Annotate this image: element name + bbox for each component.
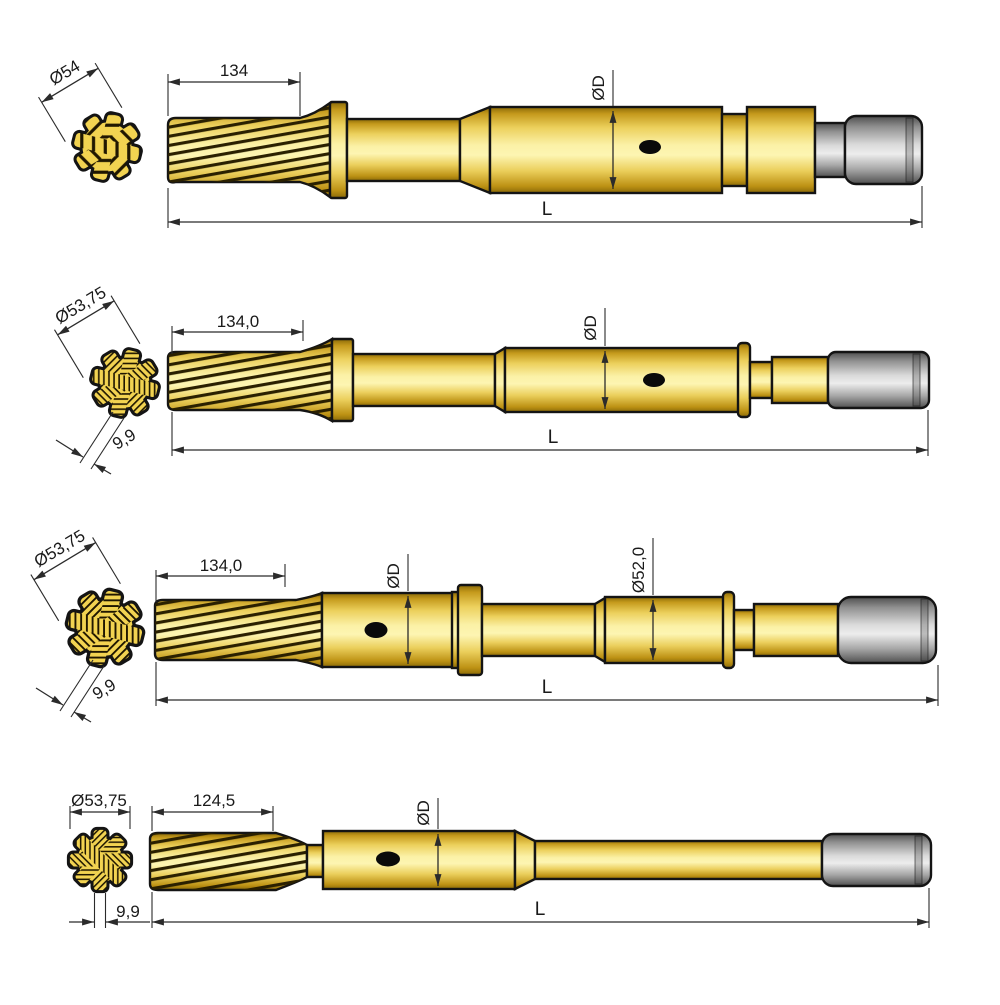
- drawing-row-2: Ø53,75 9,9 134,0: [52, 283, 931, 475]
- taper: [593, 595, 607, 665]
- drawing-row-1: Ø54 134 ØD: [38, 56, 924, 228]
- dim-label-total-length: L: [542, 677, 553, 698]
- dim-label-spline-diameter: Ø53,75: [71, 791, 127, 810]
- main-body: [503, 346, 742, 414]
- dim-total-length-3: L: [155, 662, 939, 706]
- side-view-4: [148, 829, 933, 892]
- taper: [513, 829, 537, 891]
- dim-label-total-length: L: [548, 427, 559, 448]
- flushing-hole: [364, 622, 388, 638]
- neck: [351, 352, 497, 408]
- dim-label-tooth-width: 9,9: [116, 902, 140, 921]
- dim-label-spline-diameter: Ø54: [46, 56, 83, 89]
- dim-tooth-width-2: 9,9: [55, 411, 139, 475]
- dim-label-total-length: L: [542, 199, 553, 220]
- dim-label-body-diameter: ØD: [589, 75, 608, 101]
- dim-label-mid-diameter: Ø52,0: [629, 547, 648, 593]
- dim-body-diameter-4: ØD: [414, 798, 442, 886]
- dim-label-total-length: L: [535, 899, 546, 920]
- rear-body: [745, 105, 817, 195]
- steel-end: [836, 595, 938, 665]
- main-body: [488, 105, 724, 195]
- rear-body: [752, 602, 840, 658]
- neck: [345, 117, 462, 183]
- drawing-row-4: Ø53,75 9,9 124,5: [69, 791, 933, 928]
- dim-label-spline-length: 134,0: [217, 312, 260, 331]
- taper: [493, 345, 507, 415]
- dim-body-diameter-1: ØD: [589, 70, 617, 189]
- shaft: [533, 839, 824, 881]
- dim-body-diameter-2: ØD: [581, 308, 609, 409]
- drawing-row-3: Ø53,75 9,9: [30, 526, 939, 723]
- dim-spline-length-3: 134,0: [155, 556, 286, 602]
- dim-label-spline-length: 124,5: [193, 791, 236, 810]
- spline-ridges: [155, 593, 322, 667]
- main-body: [321, 829, 517, 891]
- flange: [456, 583, 484, 677]
- ridge: [721, 590, 736, 670]
- dim-total-length-2: L: [171, 410, 929, 456]
- spline-ridges: [150, 833, 307, 890]
- cross-section-gear-2: [80, 338, 170, 428]
- dim-mid-diameter-3: Ø52,0: [629, 538, 657, 660]
- relief-groove: [732, 608, 756, 652]
- cross-section-gear-4: [70, 830, 130, 890]
- steel-end: [820, 832, 933, 888]
- collar: [330, 337, 355, 423]
- end-groove: [905, 117, 914, 183]
- gear-hatch: [69, 829, 131, 891]
- ridge: [736, 341, 752, 419]
- taper: [458, 105, 492, 195]
- end-groove: [920, 598, 929, 662]
- dim-total-length-4: L: [151, 888, 930, 928]
- steel-end: [843, 114, 924, 186]
- neck: [480, 602, 597, 658]
- cross-section-gear-1: [62, 102, 152, 192]
- dim-label-body-diameter: ØD: [414, 800, 433, 826]
- dim-label-tooth-width: 9,9: [89, 675, 119, 703]
- steel-neck: [813, 121, 847, 179]
- dim-total-length-1: L: [167, 186, 923, 228]
- dim-spline-length-2: 134,0: [171, 312, 304, 354]
- main-body: [320, 591, 459, 669]
- side-view-1: [166, 100, 924, 200]
- neck: [305, 843, 325, 879]
- mid-body: [603, 595, 727, 665]
- dim-label-body-diameter: ØD: [384, 563, 403, 589]
- flushing-hole: [643, 373, 665, 387]
- side-view-2: [166, 337, 931, 423]
- relief-groove: [748, 360, 774, 400]
- dim-body-diameter-3: ØD: [384, 554, 412, 664]
- dim-label-spline-length: 134: [220, 61, 248, 80]
- collar: [328, 100, 349, 200]
- dim-spline-diameter-4: Ø53,75: [69, 791, 131, 829]
- flushing-hole: [639, 140, 661, 154]
- cross-section-gear-3: [54, 577, 156, 679]
- dim-spline-length-4: 124,5: [151, 791, 274, 831]
- dim-label-body-diameter: ØD: [581, 315, 600, 341]
- steel-end: [826, 350, 931, 410]
- dim-label-tooth-width: 9,9: [109, 425, 139, 453]
- relief-groove: [720, 112, 749, 188]
- end-groove: [914, 835, 923, 885]
- dim-tooth-width-4: 9,9: [69, 893, 150, 928]
- dim-tooth-width-3: 9,9: [35, 659, 119, 723]
- flushing-hole: [376, 851, 400, 867]
- rear-body: [770, 355, 830, 405]
- side-view-3: [153, 583, 938, 677]
- dim-label-spline-length: 134,0: [200, 556, 243, 575]
- end-groove: [912, 353, 921, 407]
- dim-spline-length-1: 134: [167, 61, 301, 116]
